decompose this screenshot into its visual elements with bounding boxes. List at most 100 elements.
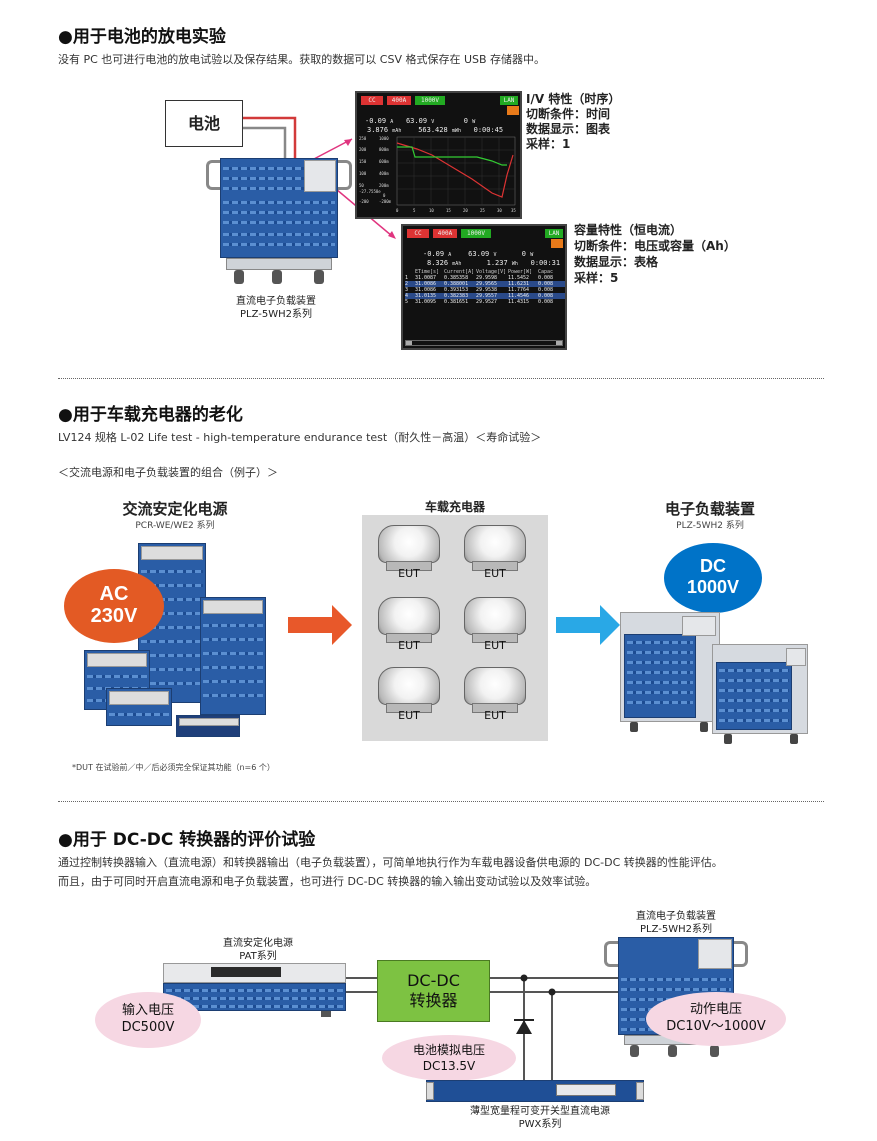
s2-current-unit: A [448,252,452,258]
operating-voltage-label: 动作电压 [689,1002,742,1017]
iv-ytick-right-4: 200m [379,183,389,188]
battery-sim-bubble: 电池模拟电压 DC13.5V [382,1035,516,1081]
badge-lan: LAN [500,96,518,105]
cell: 11.5452 [508,275,530,281]
s1-power-unit: W [472,119,476,125]
note-iv-title: I/V 特性（时序） [526,92,621,106]
s2-voltage-unit: V [493,252,497,258]
load-series: PLZ-5WH2 系列 [676,521,744,531]
s2-wh: 1.237 [486,259,508,267]
th-current: Current[A] [444,269,475,275]
iv-xtick-4: 20 [463,208,468,213]
cell: 5 [405,299,409,305]
s2-power-unit: W [530,252,534,258]
ac-voltage-bubble: AC 230V [64,569,164,643]
load-devices-image [620,612,820,757]
note-iv-display: 数据显示：图表 [526,122,611,136]
cell: 0.381651 [444,299,469,305]
ac-sources-image [60,535,270,750]
pwx-device-image [426,1080,644,1104]
battery-sim-value: DC13.5V [422,1059,476,1073]
dc-bubble-line1: DC [700,556,726,576]
cell: 0.008 [538,287,554,293]
plz-caption-line1: 直流电子负载装置 [236,296,316,307]
badge2-cc: CC [407,229,429,238]
section1-description: 没有 PC 也可进行电池的放电试验以及保存结果。获取的数据可以 CSV 格式保存… [58,53,546,66]
capacity-table: ETime[s] Current[A] Voltage[V] Power[W] … [405,269,565,307]
cell: 11.6231 [508,281,530,287]
badge-voltage: 1000V [415,96,445,105]
s1-power: 0 [463,117,469,125]
note-iv-sampling: 采样：1 [526,137,571,151]
cell: 4 [405,293,409,299]
divider-1 [58,378,824,379]
dut-footnote: *DUT 在试验前／中／后必须完全保证其功能（n=6 个） [72,763,275,772]
cell: 31.0086 [415,281,437,287]
note-capacity-cutoff: 切断条件：电压或容量（Ah） [574,239,736,253]
operating-voltage-bubble: 动作电压 DC10V～1000V [646,992,786,1046]
note-capacity-display: 数据显示：表格 [574,255,659,269]
iv-chart-plot: 250 200 150 100 50 -27.7558e -200 1000 8… [359,136,516,213]
note-capacity: 容量特性（恒电流） 切断条件：电压或容量（Ah） 数据显示：表格 采样：5 [574,222,736,286]
pwx-caption-line1: 薄型宽量程可变开关型直流电源 [470,1106,610,1117]
note-capacity-title: 容量特性（恒电流） [574,223,683,237]
badge2-current: 400A [433,229,457,238]
iv-ytick-right-2: 600m [379,159,389,164]
s2-mah: 8.326 [427,259,449,267]
cell: 0.008 [538,281,554,287]
s2-time: 0:00:31 [530,259,561,267]
pat-caption-line1: 直流安定化电源 [223,938,293,949]
section1-title: ●用于电池的放电实验 [58,27,226,47]
iv-ytick-left-0: 250 [359,136,367,141]
charger-panel: EUT EUT EUT EUT EUT EUT [362,515,548,741]
cell: 29.9527 [476,299,498,305]
cell: 0.008 [538,275,554,281]
converter-line1: DC-DC [407,971,460,990]
plz3-caption-line2: PLZ-5WH2系列 [639,924,713,935]
table-scrollbar[interactable] [405,340,563,346]
eut-label: EUT [398,709,420,722]
iv-xtick-5: 25 [480,208,485,213]
iv-ytick-left-6: -200 [359,199,369,204]
badge-cc: CC [361,96,383,105]
divider-2 [58,801,824,802]
charger-title: 车载充电器 [424,500,485,514]
pat-caption-line2: PAT系列 [239,951,277,962]
iv-ytick-right-1: 800m [379,147,389,152]
eut-label: EUT [484,567,506,580]
iv-ytick-right-5: 0 [383,193,386,198]
cell: 0.393153 [444,287,469,293]
iv-xtick-2: 10 [429,208,434,213]
cell: 29.9538 [476,287,498,293]
note-iv-cutoff: 切断条件：时间 [526,107,611,121]
section3-description-line1: 通过控制转换器输入（直流电源）和转换器输出（电子负载装置），可简单地执行作为车载… [58,856,723,869]
battery-sim-label: 电池模拟电压 [412,1043,485,1057]
screen-iv-chart: CC 400A 1000V LAN -0.09 A 63.09 V 0 W 3.… [355,91,522,219]
ac-source-title: 交流安定化电源 [122,500,228,518]
cell: 1 [405,275,409,281]
iv-ytick-right-3: 400m [379,171,389,176]
eut-unit: EUT [460,523,530,583]
s1-mwh: 563.428 [418,126,448,134]
badge2-voltage: 1000V [461,229,491,238]
cell: 29.9557 [476,293,498,299]
iv-xtick-3: 15 [446,208,451,213]
iv-ytick-left-2: 150 [359,159,367,164]
iv-ytick-left-1: 200 [359,147,367,152]
badge-current: 400A [387,96,411,105]
load-title: 电子负载装置 [664,500,755,518]
capacity-table-header: ETime[s] Current[A] Voltage[V] Power[W] … [405,269,565,275]
ac-bubble-line1: AC [99,583,129,605]
s2-power: 0 [521,250,526,258]
th-voltage: Voltage[V] [476,269,507,275]
badge2-lan: LAN [545,229,563,238]
s2-mah-unit: mAh [452,261,462,267]
cell: 29.9565 [476,281,498,287]
s1-mah: 3.876 [367,126,389,134]
s1-mah-unit: mAh [392,128,402,134]
ac-bubble-line2: 230V [90,605,138,627]
